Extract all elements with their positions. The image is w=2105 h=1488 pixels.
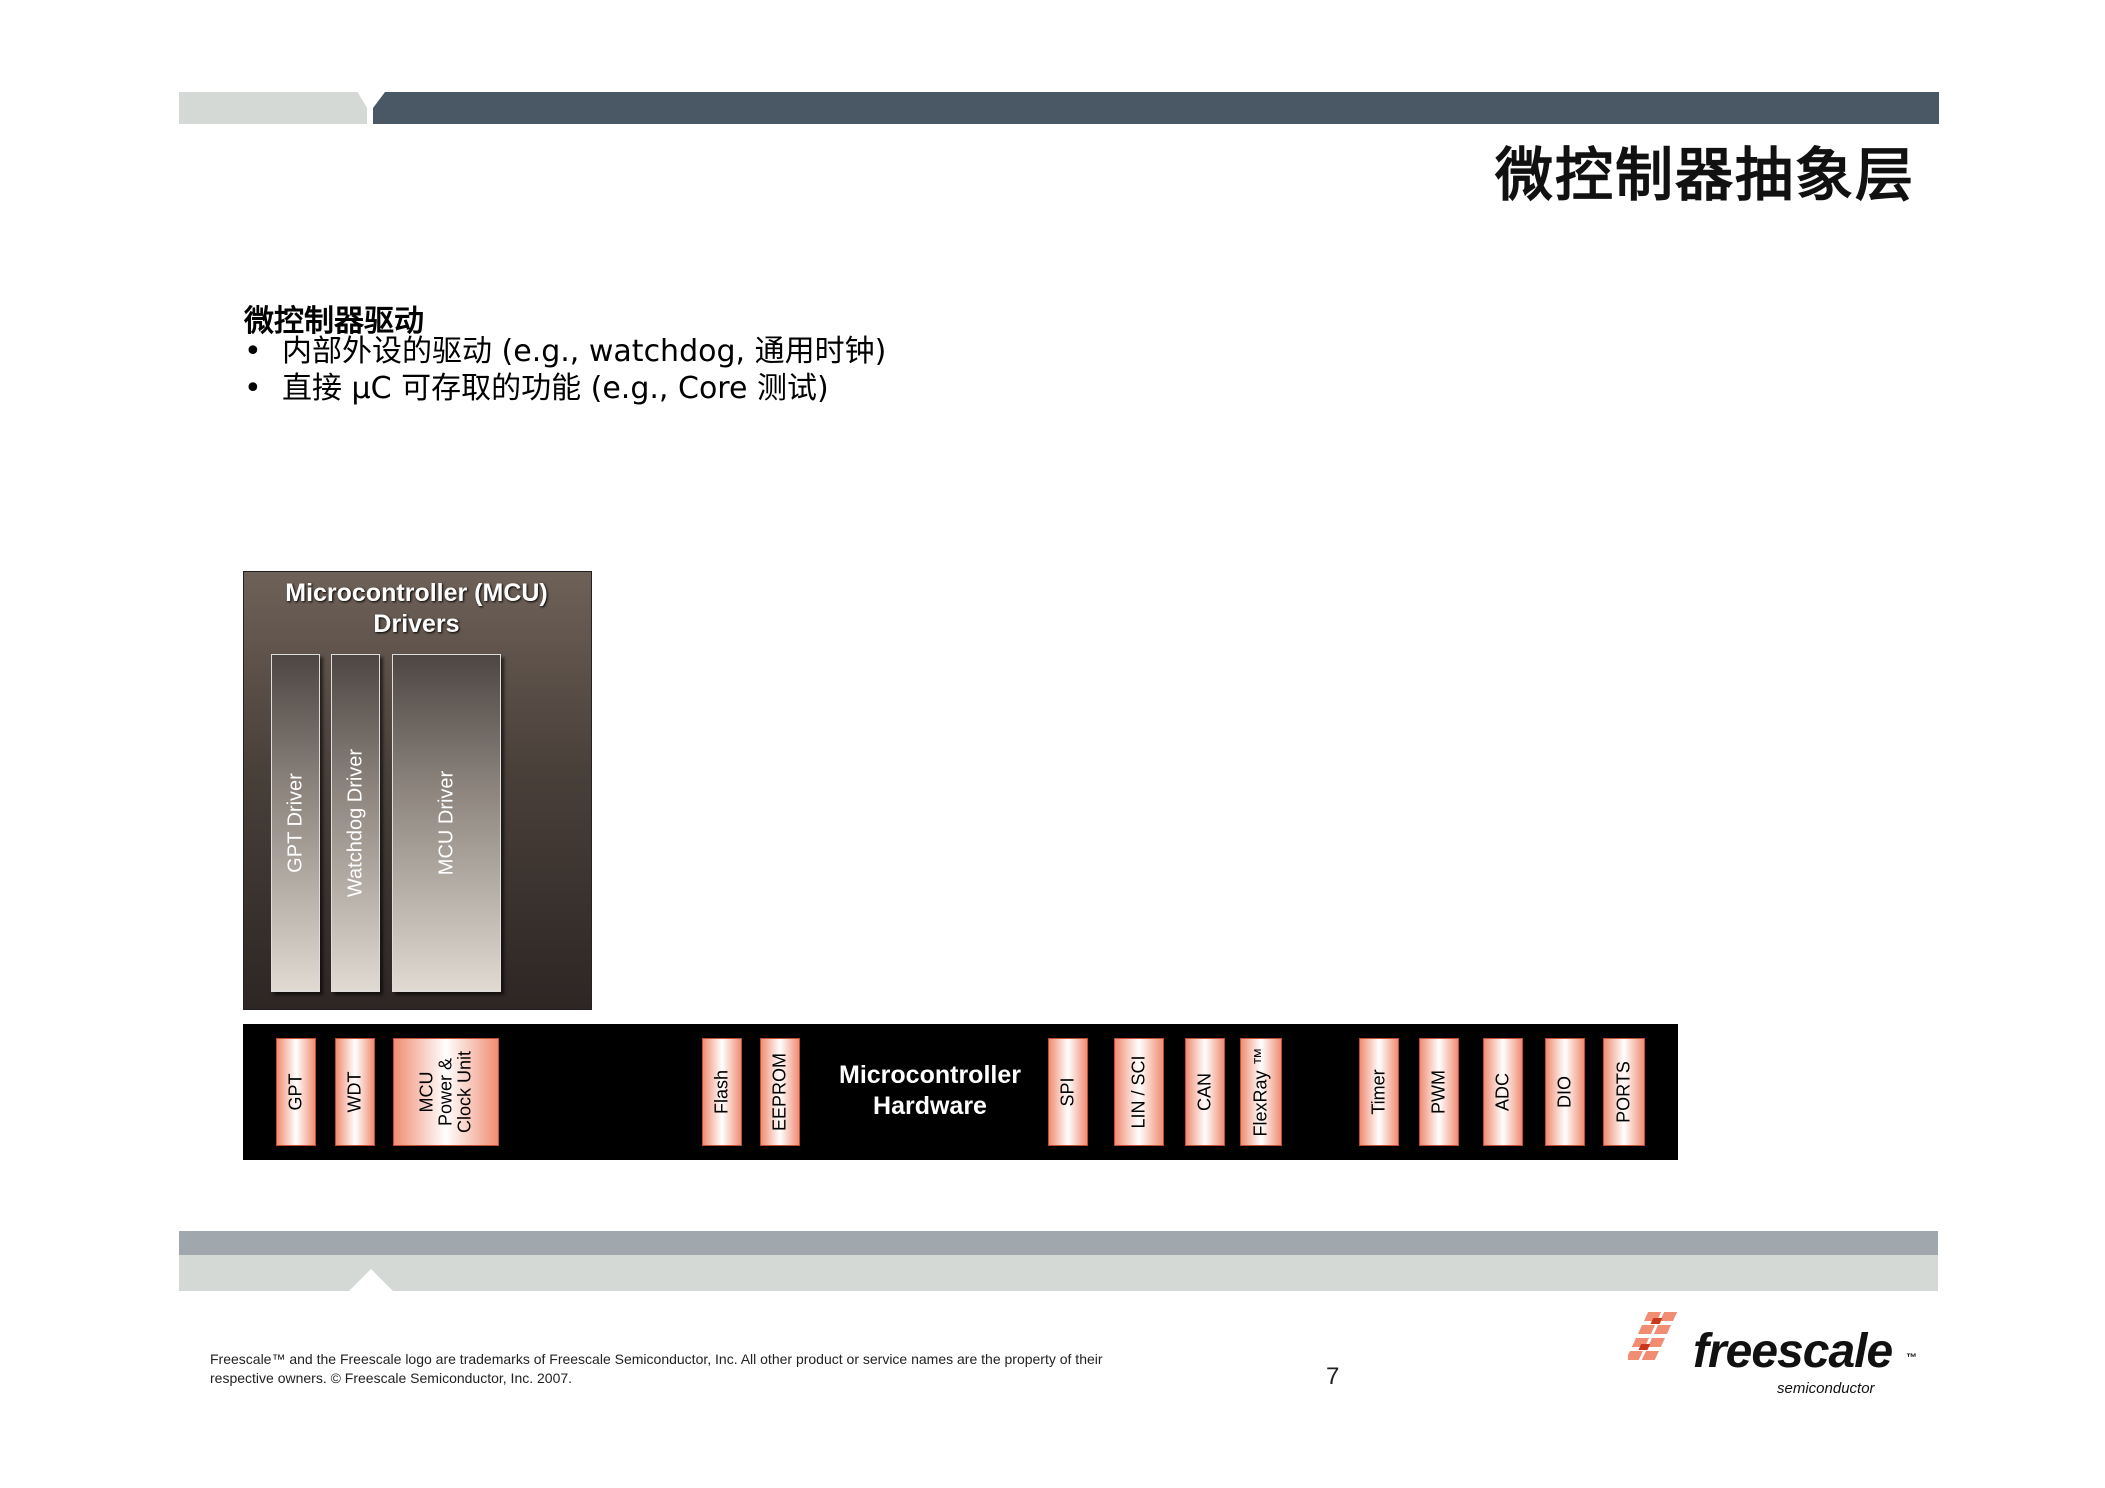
- section-heading: 微控制器驱动: [244, 304, 424, 339]
- hw-label: Timer: [1368, 1069, 1389, 1115]
- logo-trademark: ™: [1906, 1352, 1917, 1364]
- hw-label: WDT: [344, 1071, 365, 1113]
- driver-gpt: GPT Driver: [271, 654, 320, 992]
- driver-label: GPT Driver: [284, 773, 306, 873]
- footer-band-dark: [179, 1231, 1938, 1255]
- footer-band-light: [179, 1255, 1938, 1291]
- bullet-text: 内部外设的驱动 (e.g., watchdog, 通用时钟): [282, 334, 887, 369]
- hw-block-flash: Flash: [702, 1038, 742, 1146]
- driver-label: MCU Driver: [435, 770, 457, 876]
- hw-label: PORTS: [1613, 1061, 1634, 1123]
- mcu-hardware-title: Microcontroller Hardware: [839, 1061, 1021, 1120]
- hw-label: FlexRay ™: [1250, 1047, 1271, 1137]
- hw-block-adc: ADC: [1483, 1038, 1523, 1146]
- hw-block-eeprom: EEPROM: [760, 1038, 800, 1146]
- hw-block-spi: SPI: [1048, 1038, 1088, 1146]
- bullet-item: • 内部外设的驱动 (e.g., watchdog, 通用时钟): [244, 333, 886, 370]
- bullet-marker: •: [244, 371, 262, 406]
- hw-label: PWM: [1428, 1070, 1449, 1114]
- bullet-text: 直接 μC 可存取的功能 (e.g., Core 测试): [282, 371, 829, 406]
- logo-subtitle: semiconductor: [1777, 1380, 1875, 1397]
- bullet-list: • 内部外设的驱动 (e.g., watchdog, 通用时钟) • 直接 μC 可…: [244, 333, 886, 407]
- hw-label: DIO: [1554, 1075, 1575, 1109]
- mcu-drivers-title: Microcontroller (MCU) Drivers: [285, 579, 548, 638]
- hw-block-gpt: GPT: [276, 1038, 316, 1146]
- hw-block-ports: PORTS: [1603, 1038, 1645, 1146]
- hw-label: ADC: [1492, 1072, 1513, 1112]
- hw-block-flexray: FlexRay ™: [1240, 1038, 1282, 1146]
- hw-block-lin-sci: LIN / SCI: [1114, 1038, 1164, 1146]
- page-number: 7: [1326, 1363, 1340, 1390]
- freescale-logo-icon: [1628, 1312, 1678, 1360]
- hw-label: SPI: [1057, 1077, 1078, 1107]
- driver-mcu: MCU Driver: [392, 654, 501, 992]
- hw-label: GPT: [285, 1073, 306, 1111]
- legal-notice: Freescale™ and the Freescale logo are tr…: [210, 1351, 1103, 1386]
- hw-label: Flash: [711, 1069, 732, 1115]
- hw-label: LIN / SCI: [1128, 1055, 1149, 1129]
- hw-block-mcu-power-clock: MCU Power & Clock Unit: [393, 1038, 499, 1146]
- bullet-item: • 直接 μC 可存取的功能 (e.g., Core 测试): [244, 370, 886, 407]
- hw-label: MCU Power & Clock Unit: [416, 1050, 475, 1134]
- hw-label: CAN: [1194, 1072, 1215, 1112]
- hw-block-pwm: PWM: [1419, 1038, 1459, 1146]
- header-band-dark: [373, 92, 1939, 124]
- hw-label: EEPROM: [769, 1052, 790, 1132]
- hw-block-timer: Timer: [1359, 1038, 1399, 1146]
- driver-label: Watchdog Driver: [344, 748, 366, 898]
- slide-title: 微控制器抽象层: [1494, 141, 1915, 209]
- hw-block-dio: DIO: [1545, 1038, 1585, 1146]
- logo-wordmark: freescale: [1693, 1325, 1893, 1378]
- hw-block-can: CAN: [1185, 1038, 1225, 1146]
- bullet-marker: •: [244, 334, 262, 369]
- header-band-light: [179, 92, 367, 124]
- driver-watchdog: Watchdog Driver: [331, 654, 380, 992]
- hw-block-wdt: WDT: [335, 1038, 375, 1146]
